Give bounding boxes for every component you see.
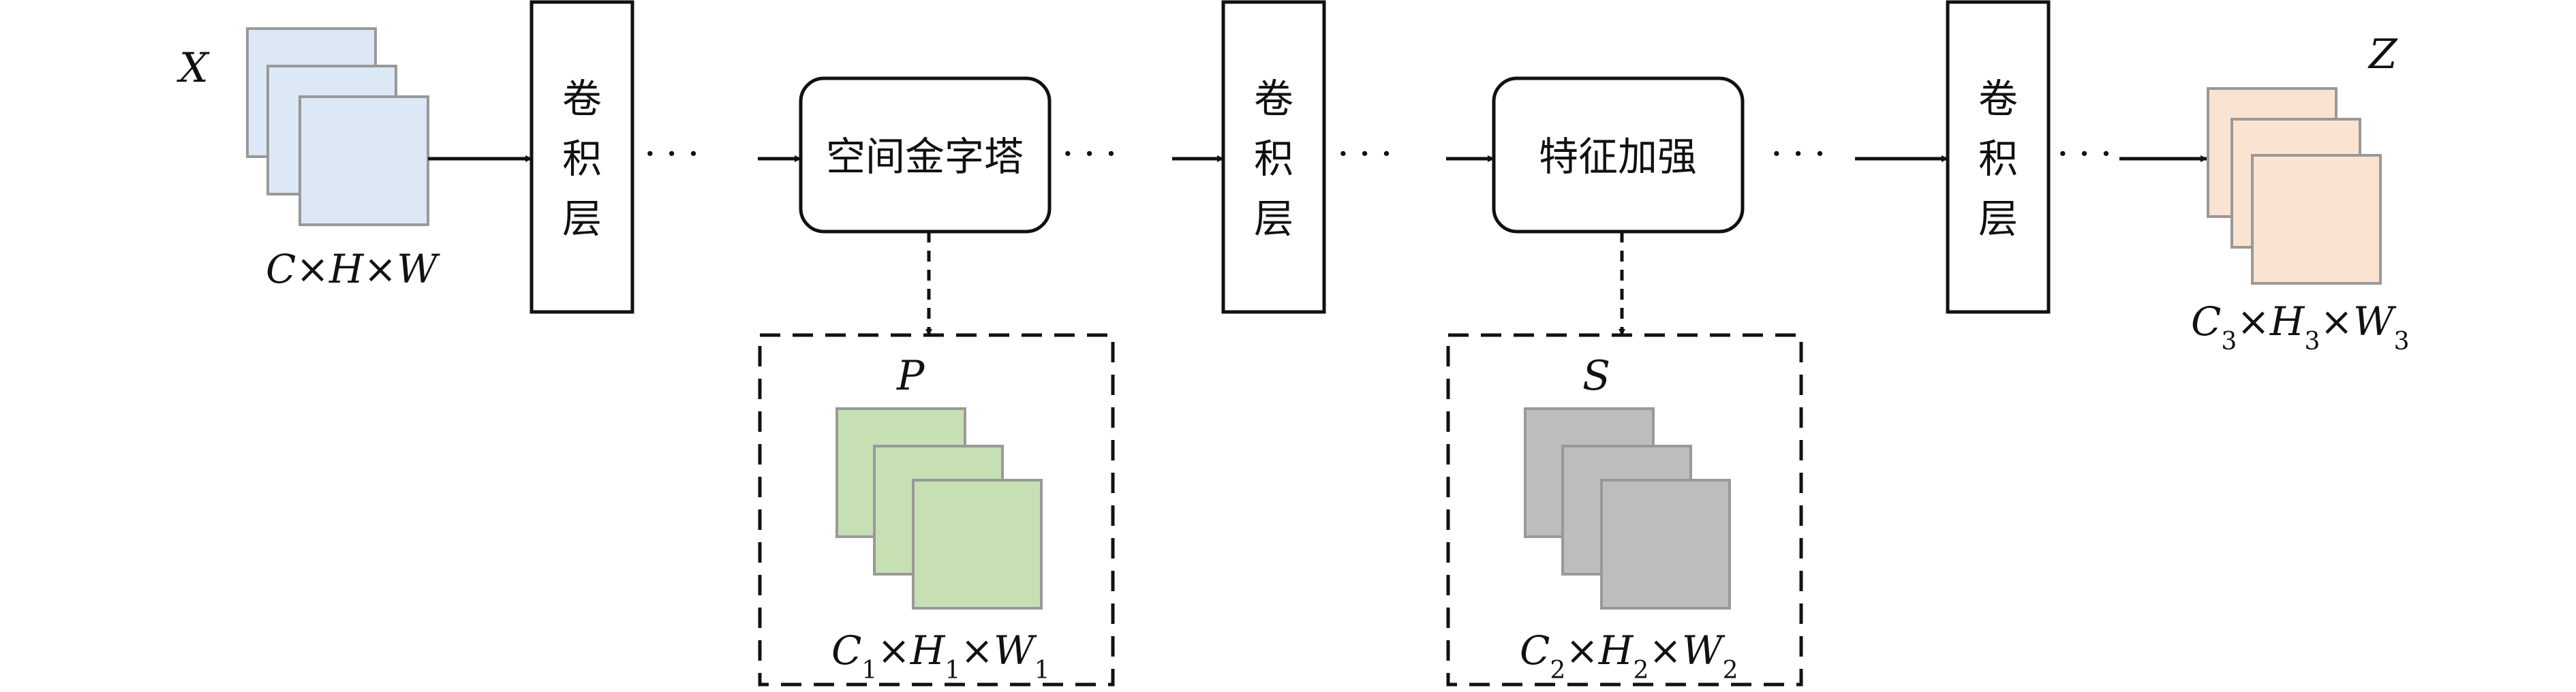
ellipsis-conv1-to-pyramid: ··· [644, 132, 709, 176]
enhance-output-group [1446, 333, 1803, 687]
z-map-front [2251, 154, 2382, 285]
input-dims-label: C×H×W [266, 246, 440, 292]
conv-layer-2-char-2: 积 [1254, 136, 1293, 182]
enhance-output-label: S [1582, 352, 1610, 400]
enhance-output-stack [1524, 407, 1731, 610]
output-dims-label: C3×H3×W3 [2191, 298, 2410, 356]
conv-layer-3-char-3: 层 [1978, 195, 2018, 242]
conv-layer-3-char-2: 积 [1978, 136, 2018, 182]
ellipsis-pyramid-to-conv2: ··· [1062, 132, 1126, 176]
feature-enhance-block [1492, 76, 1745, 234]
conv-layer-1-char-2: 积 [562, 136, 602, 182]
pyramid-output-dims: C1×H1×W1 [831, 627, 1050, 685]
output-feature-stack [2207, 87, 2382, 285]
s-map-front [1600, 479, 1731, 610]
conv-layer-2 [1221, 0, 1326, 314]
input-feature-stack [246, 27, 429, 226]
conv-layer-2-char-3: 层 [1254, 195, 1293, 242]
pyramid-output-label: P [896, 352, 925, 400]
pyramid-output-stack [835, 407, 1043, 610]
pyramid-output-group [758, 333, 1115, 687]
ellipsis-enhance-to-conv3: ··· [1770, 132, 1835, 176]
conv-layer-1-char-3: 层 [562, 195, 602, 242]
spatial-pyramid-label: 空间金字塔 [826, 133, 1024, 180]
enhance-output-dims: C2×H2×W2 [1520, 627, 1738, 685]
ellipsis-conv2-to-enhance: ··· [1337, 132, 1402, 176]
input-label: X [177, 44, 210, 92]
ellipsis-conv3-to-output: ··· [2057, 132, 2121, 176]
conv-layer-3-char-1: 卷 [1978, 76, 2018, 122]
output-label: Z [2367, 31, 2398, 78]
conv-layer-3 [1946, 0, 2051, 314]
p-map-front [912, 479, 1043, 610]
input-map-front [298, 95, 429, 226]
conv-layer-2-char-1: 卷 [1254, 76, 1293, 122]
conv-layer-1 [530, 0, 634, 314]
spatial-pyramid-block [799, 76, 1052, 234]
conv-layer-1-char-1: 卷 [562, 76, 602, 122]
feature-enhance-label: 特征加强 [1539, 133, 1697, 180]
